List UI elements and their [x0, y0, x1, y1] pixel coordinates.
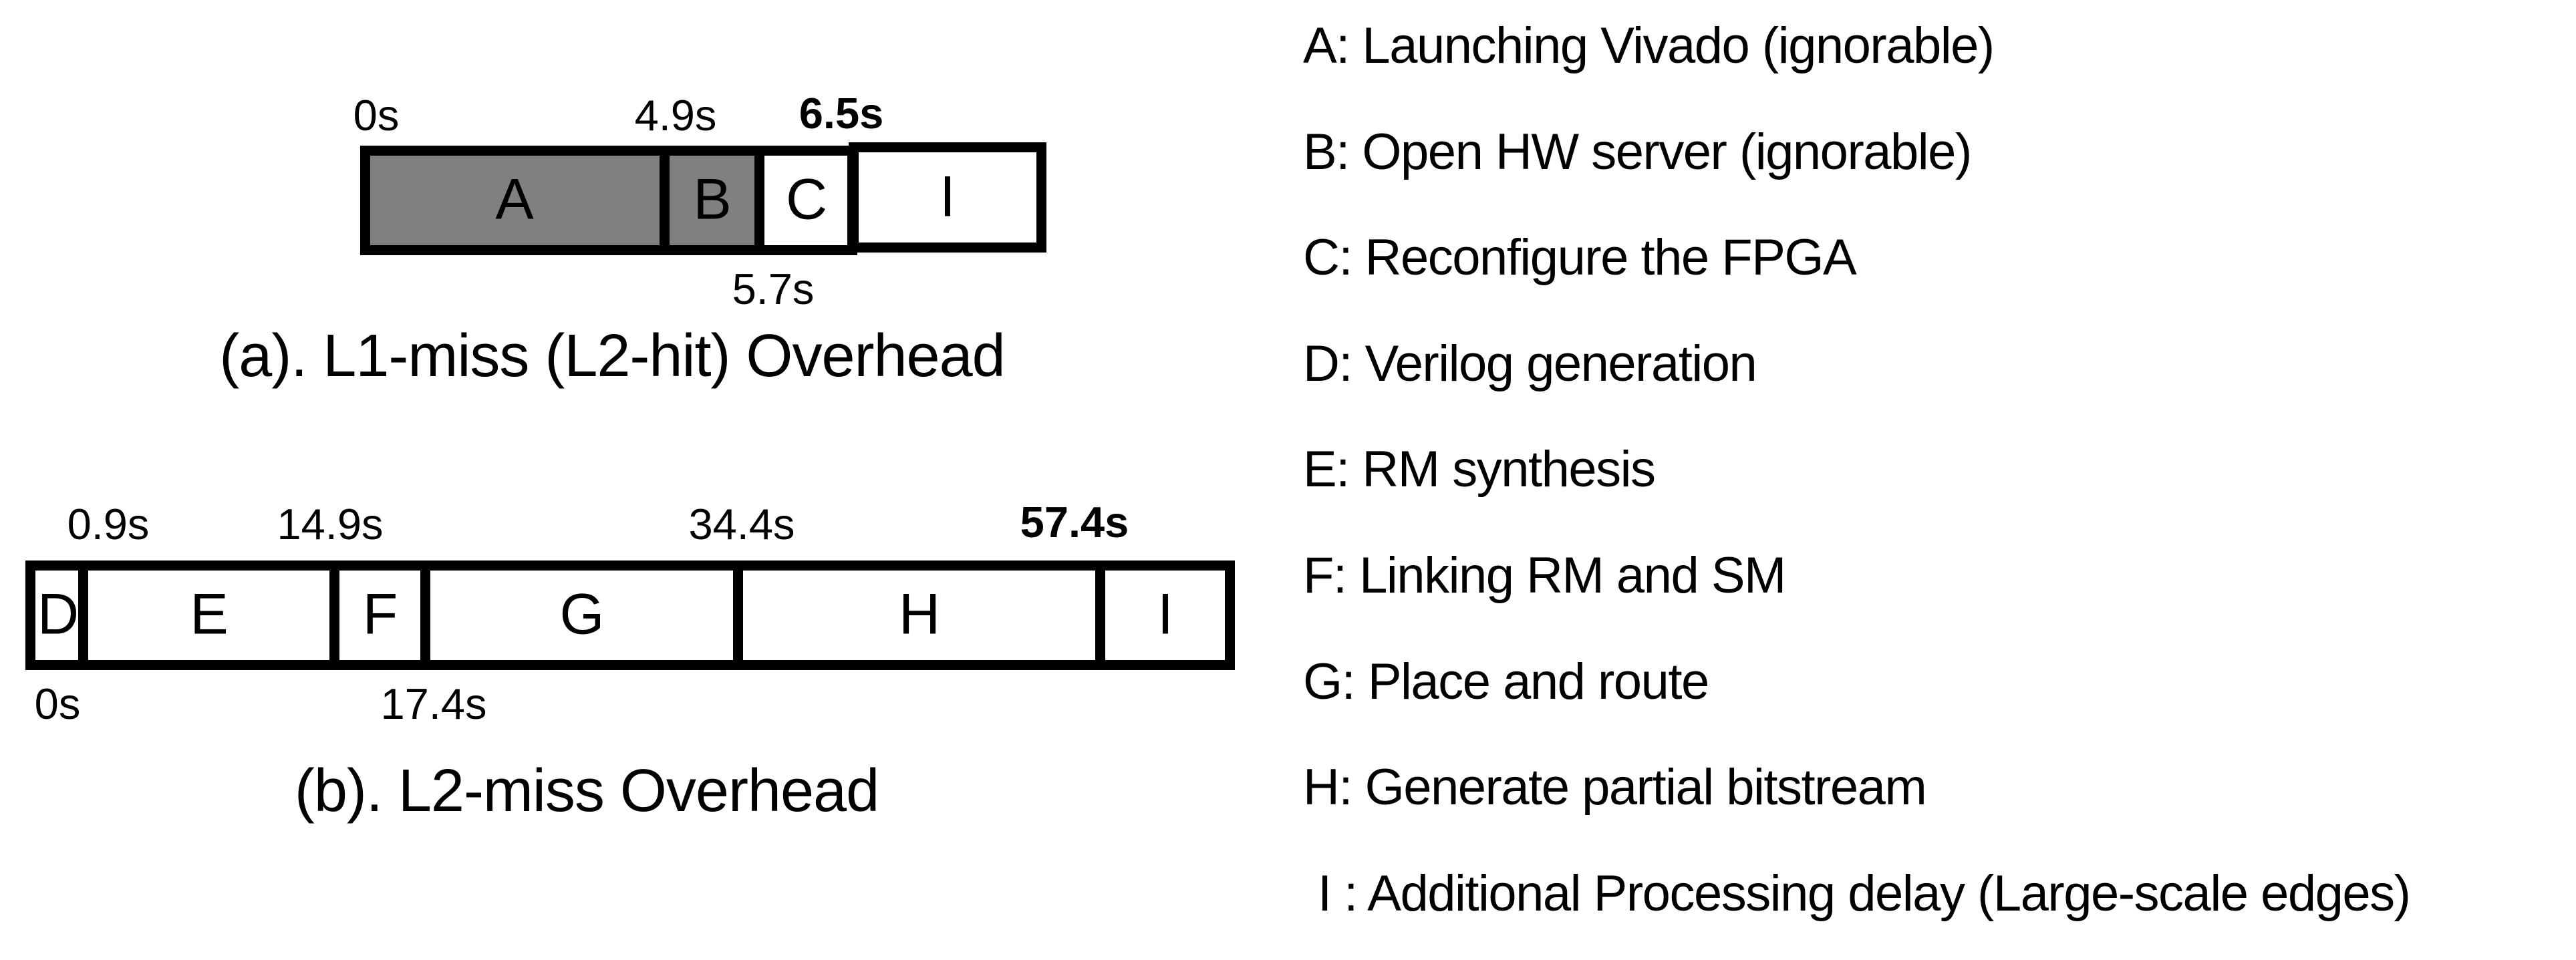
divider-f-g	[420, 571, 430, 660]
divider-h-i	[1095, 571, 1105, 660]
legend-item-i: I : Additional Processing delay (Large-s…	[1318, 865, 2411, 922]
tick-a-start: 0s	[353, 91, 400, 140]
segment-label-c: C	[785, 167, 828, 232]
timeline-a-i-box: I	[849, 142, 1046, 253]
divider-a-b	[660, 156, 670, 245]
legend-item-f: F: Linking RM and SM	[1303, 547, 1786, 604]
segment-label-i-b: I	[1157, 582, 1173, 647]
legend-item-a: A: Launching Vivado (ignorable)	[1303, 17, 1995, 74]
segment-label-d: D	[37, 582, 80, 647]
divider-g-h	[733, 571, 743, 660]
timeline-a-bar: A B C	[360, 146, 857, 255]
legend-item-d: D: Verilog generation	[1303, 335, 1757, 392]
tick-b-14-9s: 14.9s	[277, 500, 384, 548]
tick-b-total-57-4s: 57.4s	[1020, 498, 1129, 546]
segment-label-h: H	[898, 582, 941, 647]
legend-item-b: B: Open HW server (ignorable)	[1303, 124, 1972, 180]
segment-label-a: A	[495, 167, 534, 232]
segment-label-e: E	[190, 582, 229, 647]
legend-item-c: C: Reconfigure the FPGA	[1303, 229, 1857, 286]
legend-item-g: G: Place and route	[1303, 653, 1709, 710]
divider-b-c	[754, 156, 764, 245]
segment-label-g: G	[559, 582, 605, 647]
caption-b: (b). L2-miss Overhead	[294, 758, 879, 824]
tick-a-4-9s: 4.9s	[634, 91, 717, 140]
legend-item-h: H: Generate partial bitstream	[1303, 759, 1927, 816]
tick-b-start: 0s	[34, 679, 81, 728]
tick-b-0-9s: 0.9s	[67, 500, 150, 548]
tick-b-17-4s: 17.4s	[380, 679, 487, 728]
timeline-b-bar: D E F G H I	[25, 561, 1235, 670]
tick-a-5-7s: 5.7s	[732, 265, 815, 313]
segment-label-b: B	[693, 167, 732, 232]
caption-a: (a). L1-miss (L2-hit) Overhead	[219, 323, 1005, 389]
legend-item-e: E: RM synthesis	[1303, 441, 1656, 498]
segment-label-f: F	[362, 582, 398, 647]
segment-label-i-a: I	[940, 164, 956, 228]
tick-a-total-6-5s: 6.5s	[799, 89, 884, 138]
divider-e-f	[329, 571, 339, 660]
tick-b-34-4s: 34.4s	[688, 500, 795, 548]
divider-d-e	[78, 571, 88, 660]
